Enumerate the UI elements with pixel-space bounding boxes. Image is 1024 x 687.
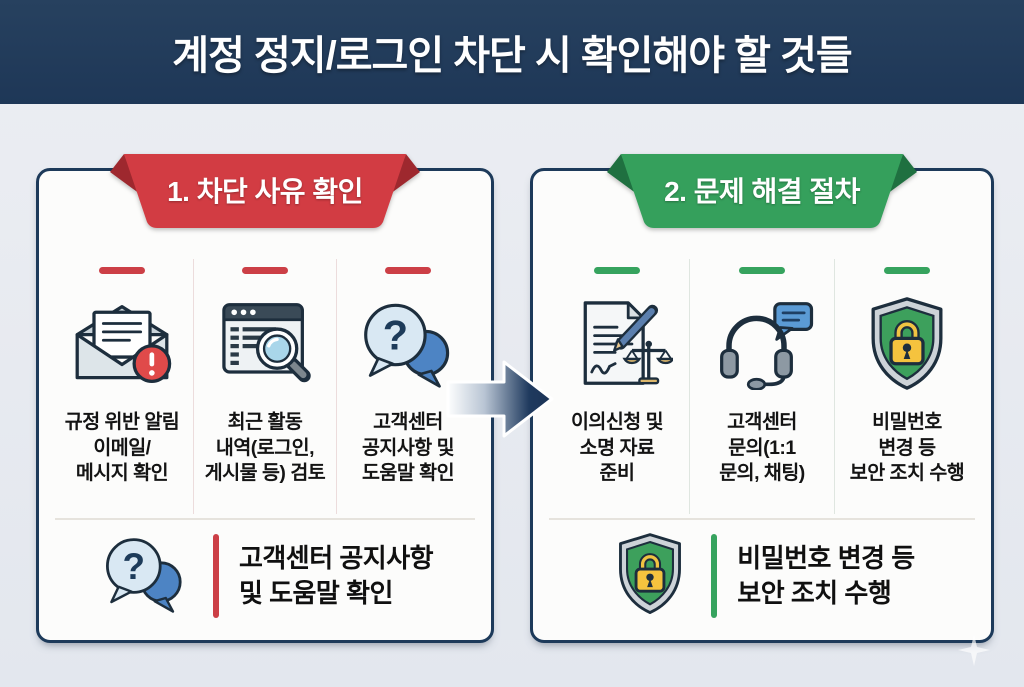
ribbon-label: 2. 문제 해결 절차 — [664, 176, 860, 207]
email-alert-icon — [66, 288, 178, 400]
ribbon-resolution: 2. 문제 해결 절차 — [607, 152, 917, 230]
column-recent-activity: 최근 활동 내역(로그인, 게시물 등) 검토 — [194, 259, 337, 514]
summary-label: 비밀번호 변경 등 보안 조치 수행 — [737, 542, 915, 608]
column-violation-notice: 규정 위반 알림 이메일/ 메시지 확인 — [51, 259, 194, 514]
column-contact-support: 고객센터 문의(1:1 문의, 채팅) — [690, 259, 835, 514]
block-reason-summary: ? 고객센터 공지사항 및 도움말 확인 — [55, 518, 475, 632]
help-chat-icon: ? — [97, 533, 193, 620]
column-label: 최근 활동 내역(로그인, 게시물 등) 검토 — [204, 411, 326, 485]
green-dash — [594, 267, 640, 274]
column-label: 이의신청 및 소명 자료 준비 — [570, 411, 664, 485]
activity-search-icon — [209, 288, 321, 400]
block-reason-columns: 규정 위반 알림 이메일/ 메시지 확인 — [51, 259, 479, 514]
svg-text:?: ? — [123, 545, 145, 586]
help-chat-icon: ? — [354, 288, 462, 400]
red-dash — [99, 267, 145, 274]
card-resolution-steps: 2. 문제 해결 절차 — [530, 154, 994, 643]
red-accent-bar — [212, 534, 219, 618]
column-label: 비밀번호 변경 등 보안 조치 수행 — [849, 411, 965, 485]
green-dash — [739, 267, 785, 274]
green-accent-bar — [711, 534, 718, 618]
column-label: 고객센터 문의(1:1 문의, 채팅) — [719, 411, 805, 485]
sparkle-icon — [958, 634, 990, 666]
page-title: 계정 정지/로그인 차단 시 확인해야 할 것들 — [172, 34, 852, 78]
column-label: 규정 위반 알림 이메일/ 메시지 확인 — [64, 411, 180, 485]
resolution-summary: 비밀번호 변경 등 보안 조치 수행 — [549, 518, 975, 632]
resolution-columns: 이의신청 및 소명 자료 준비 — [545, 259, 979, 514]
flow-arrow-icon — [446, 360, 554, 438]
red-dash — [242, 267, 288, 274]
svg-text:?: ? — [383, 312, 408, 358]
red-dash — [385, 267, 431, 274]
security-shield-icon — [609, 531, 691, 622]
column-label: 고객센터 공지사항 및 도움말 확인 — [361, 411, 455, 485]
ribbon-label: 1. 차단 사유 확인 — [167, 176, 363, 207]
card-block-reason: 1. 차단 사유 확인 — [36, 154, 494, 643]
ribbon-block-reason: 1. 차단 사유 확인 — [110, 152, 420, 230]
column-helpcenter-notice: ? 고객센터 공지사항 및 도움말 확인 — [337, 259, 479, 514]
column-security-action: 비밀번호 변경 등 보안 조치 수행 — [835, 259, 979, 514]
column-appeal: 이의신청 및 소명 자료 준비 — [545, 259, 690, 514]
ribbon-banner-shape — [607, 154, 917, 228]
support-headset-icon — [707, 288, 817, 400]
summary-label: 고객센터 공지사항 및 도움말 확인 — [238, 542, 434, 608]
ribbon-banner-shape — [110, 154, 420, 228]
security-shield-icon — [860, 288, 954, 400]
page-header: 계정 정지/로그인 차단 시 확인해야 할 것들 — [0, 0, 1024, 104]
appeal-document-icon — [561, 288, 673, 400]
green-dash — [884, 267, 930, 274]
